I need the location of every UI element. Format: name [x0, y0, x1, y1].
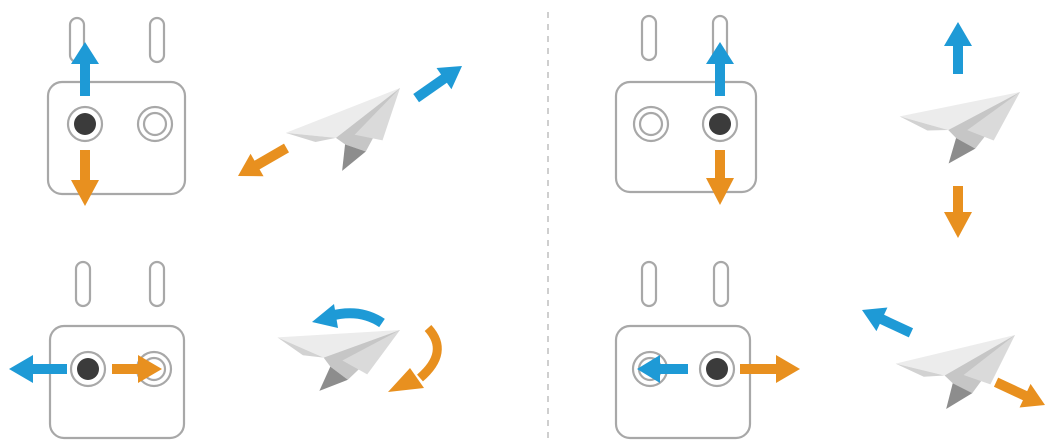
- panel-left-stick-vertical: [48, 18, 469, 206]
- right-stick-active: [706, 358, 728, 380]
- panel-right-stick-vertical: [616, 16, 1034, 238]
- arrow-descend-icon: [944, 186, 972, 238]
- arrow-backward-icon: [232, 137, 293, 188]
- arrow-forward-icon: [409, 55, 470, 108]
- controller-icon: [616, 16, 756, 192]
- arrow-ascend-icon: [944, 22, 972, 74]
- left-stick-active: [74, 113, 96, 135]
- paper-plane-icon: [277, 316, 408, 396]
- arrow-strafe-right-icon: [991, 370, 1045, 416]
- paper-plane-icon: [286, 76, 422, 186]
- curved-arrow-left-icon: [312, 304, 382, 328]
- panel-left-stick-horizontal: [9, 262, 437, 438]
- paper-plane-icon: [900, 79, 1035, 174]
- controller-icon: [48, 18, 185, 194]
- right-stick-active: [709, 113, 731, 135]
- panel-right-stick-horizontal: [616, 262, 1045, 438]
- left-stick-active: [77, 358, 99, 380]
- curved-arrow-icon: [388, 328, 437, 392]
- paper-plane-icon: [896, 322, 1031, 420]
- controller-icon: [50, 262, 184, 438]
- controller-icon: [616, 262, 750, 438]
- arrow-strafe-left-icon: [857, 298, 917, 344]
